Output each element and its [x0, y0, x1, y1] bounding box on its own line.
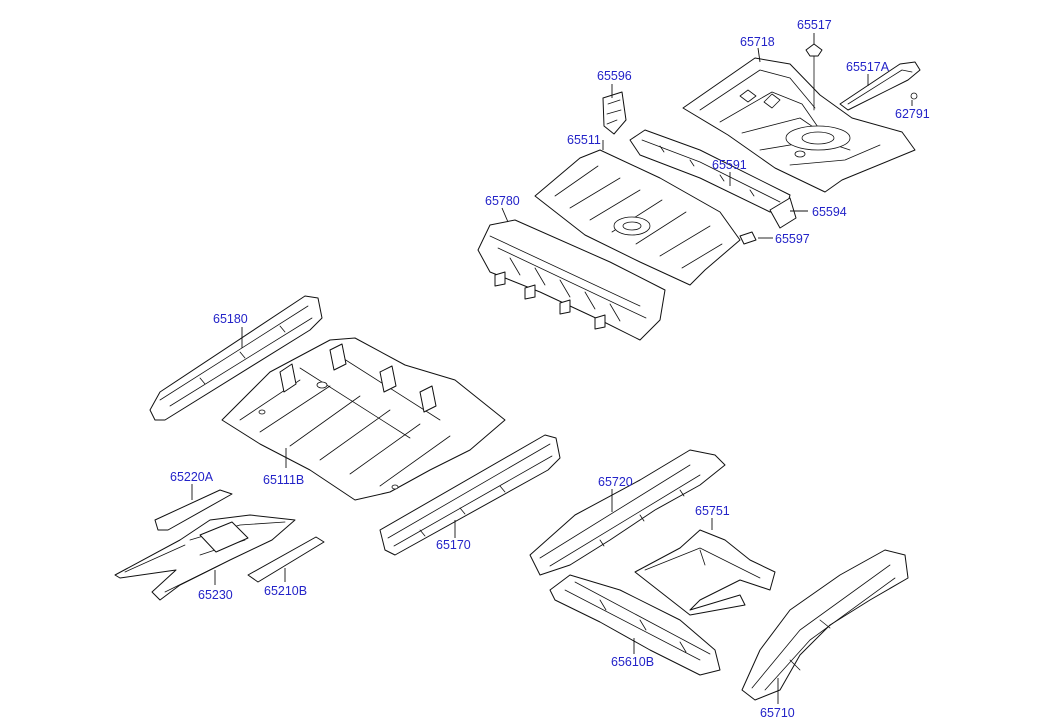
- callout-65517[interactable]: 65517: [797, 18, 832, 32]
- part-65710-front-side-member: [741, 549, 909, 701]
- callout-65230[interactable]: 65230: [198, 588, 233, 602]
- callout-65180[interactable]: 65180: [213, 312, 248, 326]
- part-65170-side-sill: [379, 434, 561, 556]
- callout-65780[interactable]: 65780: [485, 194, 520, 208]
- callout-65220A[interactable]: 65220A: [170, 470, 214, 484]
- callout-65610B[interactable]: 65610B: [611, 655, 655, 669]
- callout-65718[interactable]: 65718: [740, 35, 775, 49]
- callout-65111B[interactable]: 65111B: [263, 473, 305, 487]
- callout-62791[interactable]: 62791: [895, 107, 930, 121]
- part-65594-bracket: [769, 197, 797, 229]
- callout-65710[interactable]: 65710: [760, 706, 795, 720]
- part-65718-rear-floor-pan: [682, 57, 916, 193]
- part-65596-bracket: [602, 91, 627, 135]
- callout-65596[interactable]: 65596: [597, 69, 632, 83]
- part-65511-center-floor-panel: [534, 149, 741, 286]
- callout-65594[interactable]: 65594: [812, 205, 847, 219]
- part-65180-side-sill: [149, 295, 323, 421]
- callout-65720[interactable]: 65720: [598, 475, 633, 489]
- part-65751-cross-member: [634, 529, 776, 616]
- part-65517-clip: [805, 43, 823, 111]
- part-62791-plug: [910, 92, 918, 100]
- part-65597-pad: [739, 231, 757, 245]
- callout-65210B[interactable]: 65210B: [264, 584, 308, 598]
- part-65111B-front-floor: [221, 337, 506, 501]
- part-65517A-bracket: [839, 61, 921, 111]
- leader-lines: [191, 33, 913, 704]
- part-65210B-reinforcement: [247, 536, 325, 583]
- part-65780-cross-member: [477, 219, 666, 341]
- part-65220A-reinforcement: [154, 489, 233, 531]
- callout-65597[interactable]: 65597: [775, 232, 810, 246]
- callout-65511[interactable]: 65511: [567, 133, 601, 147]
- callout-65751[interactable]: 65751: [695, 504, 730, 518]
- callout-65170[interactable]: 65170: [436, 538, 471, 552]
- callout-65517A[interactable]: 65517A: [846, 60, 890, 74]
- part-65720-front-side-member: [529, 449, 726, 576]
- part-65610B-side-member: [549, 574, 721, 676]
- part-65230-tunnel-member: [114, 514, 296, 601]
- callout-65591[interactable]: 65591: [712, 158, 747, 172]
